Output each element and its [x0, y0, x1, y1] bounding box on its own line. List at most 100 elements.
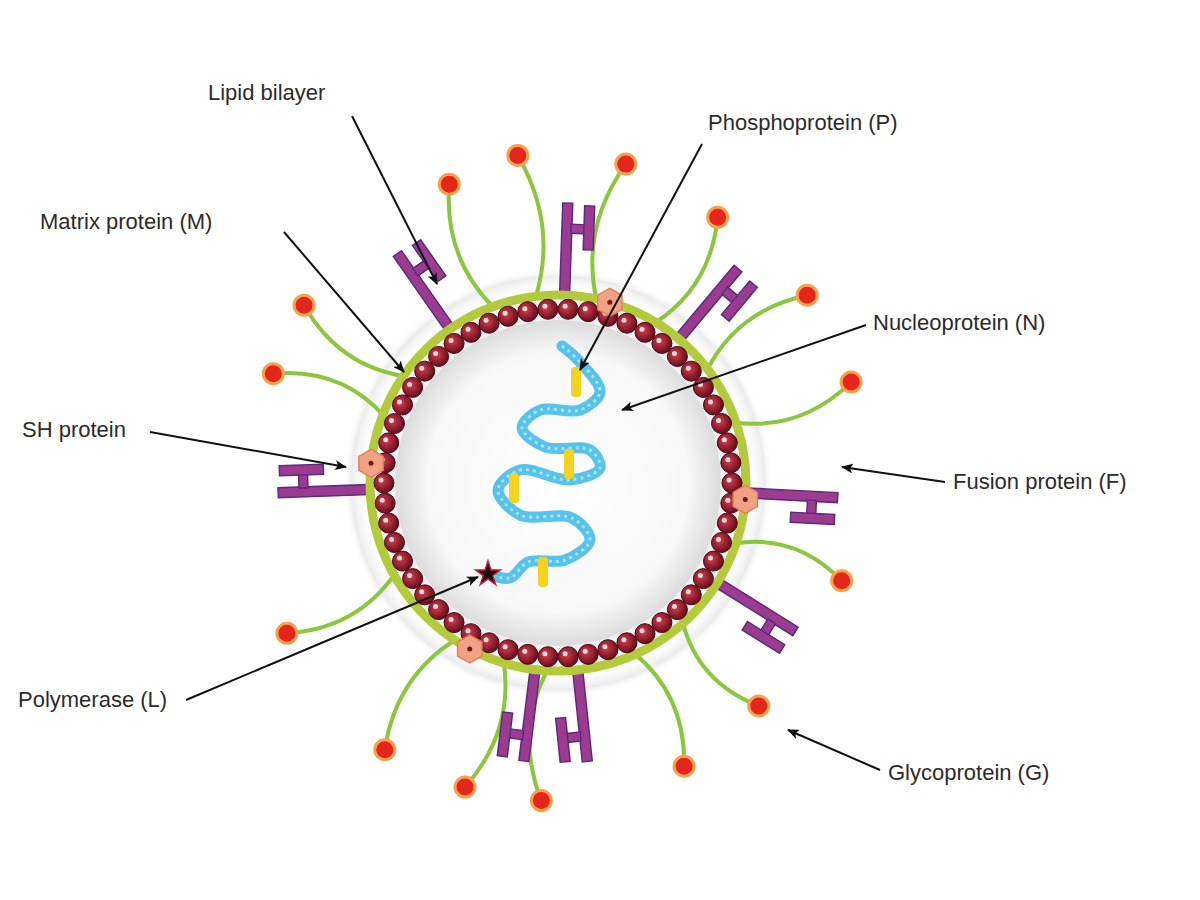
fusion-protein	[676, 265, 758, 355]
matrix-bead	[578, 302, 598, 322]
matrix-bead-speck	[656, 617, 661, 622]
glycoprotein-head	[674, 756, 694, 776]
matrix-bead-body	[518, 644, 538, 664]
phosphoprotein	[538, 557, 548, 587]
matrix-bead	[681, 361, 701, 381]
glycoprotein-stem	[449, 184, 495, 308]
matrix-bead	[558, 647, 578, 667]
lipid-bilayer	[370, 295, 746, 671]
part-label: Fusion protein (F)	[953, 469, 1127, 495]
matrix-bead-body	[558, 299, 578, 319]
sh-protein	[359, 449, 383, 477]
fusion-protein	[551, 671, 592, 764]
matrix-bead-speck	[725, 457, 730, 462]
matrix-bead-body	[393, 395, 413, 415]
glycoprotein-stem	[273, 373, 384, 416]
matrix-bead-body	[498, 306, 518, 326]
glycoprotein	[508, 145, 544, 298]
matrix-bead-body	[635, 624, 655, 644]
matrix-bead	[721, 453, 741, 473]
matrix-bead-body	[712, 533, 732, 553]
glycoprotein	[707, 285, 818, 371]
matrix-bead	[479, 313, 499, 333]
glycoprotein-head	[439, 174, 459, 194]
sh-protein-core	[743, 497, 748, 502]
fusion-protein-part	[573, 671, 592, 762]
sh-protein-body	[359, 449, 383, 477]
matrix-bead-body	[598, 640, 618, 660]
matrix-bead-body	[403, 377, 423, 397]
leader-line	[622, 325, 866, 410]
fusion-protein	[560, 203, 595, 294]
virus-core	[395, 320, 721, 646]
fusion-protein	[497, 668, 540, 761]
glycoprotein	[375, 639, 457, 760]
glycoprotein-head	[294, 295, 314, 315]
matrix-bead-body	[578, 302, 598, 322]
matrix-bead	[578, 644, 598, 664]
matrix-bead-body	[538, 647, 558, 667]
leader-line	[284, 232, 404, 372]
matrix-bead-speck	[686, 366, 691, 371]
matrix-bead-speck	[708, 399, 713, 404]
sh-protein-core	[467, 646, 472, 651]
matrix-bead	[393, 551, 413, 571]
matrix-bead-speck	[466, 327, 471, 332]
matrix-bead-speck	[379, 478, 384, 483]
matrix-bead-speck	[672, 604, 677, 609]
sh-protein	[598, 288, 622, 316]
phosphoprotein	[564, 449, 574, 479]
leader-line	[352, 116, 437, 284]
glycoprotein	[277, 573, 395, 643]
fusion-protein-part	[790, 512, 834, 524]
glycoprotein-stem	[592, 164, 625, 301]
matrix-bead	[558, 299, 578, 319]
glycoprotein	[654, 207, 728, 323]
leader-line	[150, 432, 346, 467]
matrix-bead-body	[498, 640, 518, 660]
matrix-bead	[717, 433, 737, 453]
leader-line	[788, 730, 880, 770]
matrix-bead	[461, 322, 481, 342]
matrix-bead-body	[444, 333, 464, 353]
fusion-protein-part	[560, 203, 573, 293]
matrix-bead-body	[379, 433, 399, 453]
matrix-bead-body	[681, 361, 701, 381]
matrix-bead-speck	[716, 537, 721, 542]
nucleoprotein-texture	[488, 346, 600, 578]
matrix-bead	[444, 333, 464, 353]
matrix-bead-speck	[621, 637, 626, 642]
glycoprotein-stem	[634, 653, 684, 766]
fusion-protein	[393, 238, 471, 330]
matrix-bead-body	[693, 377, 713, 397]
matrix-bead-body	[617, 633, 637, 653]
glycoprotein	[439, 174, 494, 308]
matrix-bead-speck	[522, 306, 527, 311]
matrix-bead-speck	[466, 628, 471, 633]
phosphoprotein	[571, 367, 581, 397]
matrix-bead	[384, 533, 404, 553]
matrix-bead-speck	[484, 318, 489, 323]
matrix-bead-body	[384, 413, 404, 433]
matrix-bead-body	[379, 513, 399, 533]
matrix-bead	[374, 473, 394, 493]
matrix-bead-body	[717, 433, 737, 453]
matrix-bead-body	[393, 551, 413, 571]
matrix-bead-speck	[383, 518, 388, 523]
fusion-protein-part	[279, 464, 323, 476]
fusion-protein-part	[742, 621, 785, 653]
matrix-bead	[598, 640, 618, 660]
fusion-protein-part	[278, 485, 368, 498]
matrix-bead-speck	[602, 644, 607, 649]
matrix-bead-speck	[640, 628, 645, 633]
matrix-bead-speck	[449, 338, 454, 343]
matrix-bead	[498, 306, 518, 326]
glycoprotein	[734, 372, 861, 424]
matrix-bead	[617, 313, 637, 333]
matrix-bead-speck	[640, 327, 645, 332]
matrix-bead-body	[374, 473, 394, 493]
matrix-bead-speck	[722, 437, 727, 442]
fusion-protein-part	[747, 488, 837, 503]
